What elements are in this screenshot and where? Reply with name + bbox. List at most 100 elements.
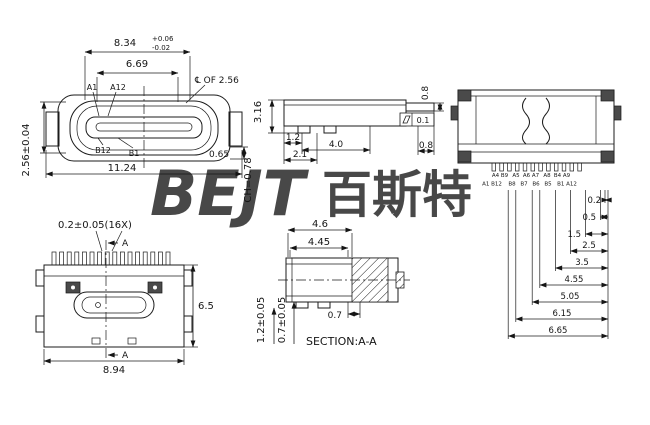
watermark-cjk: 百斯特 [322, 166, 472, 224]
wing-bl [35, 315, 45, 333]
pin-b12-label: B12 [95, 146, 111, 155]
pin-label: B7 [520, 182, 528, 188]
side-tab-left [450, 105, 459, 121]
section-label-bottom: A [122, 351, 129, 361]
centerline-note: ℄ OF 2.56 [194, 76, 239, 86]
rear-outline [457, 89, 615, 164]
dim-foot2-label: 2.1 [293, 150, 307, 160]
dim-span-label: 4.0 [329, 140, 344, 150]
ladder-dim: 4.55 [565, 275, 584, 285]
pin-comb [51, 251, 171, 266]
corner-block-bl [457, 150, 472, 163]
pin-label: B5 [544, 182, 552, 188]
left-mount-lug [45, 111, 60, 147]
ladder-dim: 6.15 [553, 309, 572, 319]
dim-foot1-label: 1.2 [286, 133, 300, 143]
section-foot-1 [295, 301, 309, 309]
dim-depth-label: 6.5 [198, 301, 214, 312]
locating-hole [95, 302, 101, 308]
dim-tab-th-label: 0.8 [421, 86, 431, 101]
solder-tab [405, 102, 435, 112]
section-label-top: A [122, 239, 129, 249]
dim-tab-len-label: 0.8 [419, 141, 434, 151]
dim-8.34: 8.34 +0.06 -0.02 [84, 35, 191, 100]
pin-a1-label: A1 [87, 83, 98, 92]
flatness-symbol [402, 115, 411, 124]
pin-a12-label: A12 [110, 83, 126, 92]
dim-3.16: 3.16 [253, 99, 298, 134]
ladder-dim: 5.05 [561, 292, 580, 302]
dim-tab-thickness: 0.8 [421, 86, 444, 112]
top-view: 0.2±0.05(16X) [35, 220, 214, 376]
pin-label: A5 [512, 173, 520, 179]
foot-2 [323, 125, 337, 134]
dim-sec-outer-label: 4.6 [312, 219, 328, 230]
pin-label: A4 B9 [492, 173, 509, 179]
watermark-latin: BEJT [150, 157, 310, 230]
section-foot-2 [317, 301, 331, 309]
section-view: 4.6 4.45 0.7 1.2±0.05 0.7±0.05 SECT [256, 219, 410, 348]
dim-0.7: 0.7 [328, 302, 361, 321]
pin-label: A1 B12 [482, 182, 502, 188]
ladder-dim: 0.5 [582, 213, 596, 223]
dim-inner-label: 6.69 [126, 59, 148, 70]
ladder-dim: 0.2 [587, 196, 601, 206]
pin-labels: A4 B9 A5 A6 A7 A8 B4 A9 A1 B12 B8 B7 B6 … [482, 173, 577, 188]
foot-1 [297, 125, 311, 134]
ladder-dim: 1.5 [567, 230, 581, 240]
side-bottom-dims: 1.2 4.0 2.1 0.8 [283, 111, 435, 164]
side-view: 3.16 0.8 0.1 1.2 4.0 [253, 86, 444, 164]
tol-plus-label: +0.06 [152, 35, 174, 43]
pin-label: B6 [532, 182, 540, 188]
dim-4.45: 4.45 [289, 237, 349, 257]
pin-label: B1 A12 [557, 182, 577, 188]
side-tab-right [613, 105, 622, 121]
weld-dot-right [153, 285, 157, 290]
pin-leaders [92, 84, 206, 149]
corner-block-br [600, 150, 615, 163]
weld-dot-left [71, 285, 75, 290]
top-body [43, 264, 185, 348]
pin-b1-label: B1 [129, 149, 140, 158]
corner-block-tr [600, 89, 615, 102]
wing-br [183, 315, 193, 333]
dim-total-label: 11.24 [108, 163, 137, 174]
flatness-frame: 0.1 [399, 112, 435, 127]
dim-seat-label: 0.65 [209, 150, 229, 160]
spring-latch-left [522, 97, 530, 145]
dim-main-label: 8.34 [114, 38, 136, 49]
pin-label: B4 A9 [554, 173, 571, 179]
spring-latch-right [542, 97, 550, 145]
tol-minus-label: -0.02 [152, 44, 170, 52]
right-mount-lug [228, 111, 243, 147]
front-view: 8.34 +0.06 -0.02 6.69 A1 A12 ℄ OF 2.56 B… [21, 35, 254, 203]
dim-sec-inner-label: 4.45 [308, 237, 330, 248]
ladder-dim: 3.5 [575, 258, 589, 268]
ladder-dim: 2.5 [582, 241, 596, 251]
corner-block-tl [457, 89, 472, 102]
dim-6.5: 6.5 [184, 264, 214, 348]
section-line: A A [105, 239, 129, 361]
rear-pins [491, 162, 582, 172]
section-title: SECTION:A-A [306, 335, 377, 348]
pin-label: B8 [508, 182, 516, 188]
dim-seat: 0.65 [209, 146, 248, 160]
side-body [283, 99, 407, 127]
dim-pin-pitch-label: 0.2±0.05(16X) [58, 220, 132, 231]
dim-height: 2.56±0.04 [21, 101, 66, 177]
wing-tl [35, 269, 45, 287]
watermark: BEJT 百斯特 [150, 157, 472, 230]
dim-height-label: 2.56±0.04 [21, 124, 32, 177]
ladder-dim: 6.65 [549, 326, 568, 336]
pin-label: A8 [543, 173, 551, 179]
rear-view: A4 B9 A5 A6 A7 A8 B4 A9 A1 B12 B8 B7 B6 … [450, 89, 622, 339]
flatness-value: 0.1 [417, 116, 430, 125]
dim-h-inner-label: 0.7±0.05 [277, 297, 288, 344]
dim-8.94: 8.94 [43, 349, 185, 376]
dim-width-label: 8.94 [103, 365, 125, 376]
center-slot [81, 296, 147, 314]
dim-side-height-label: 3.16 [253, 101, 264, 123]
pin-label: A6 A7 [523, 173, 540, 179]
